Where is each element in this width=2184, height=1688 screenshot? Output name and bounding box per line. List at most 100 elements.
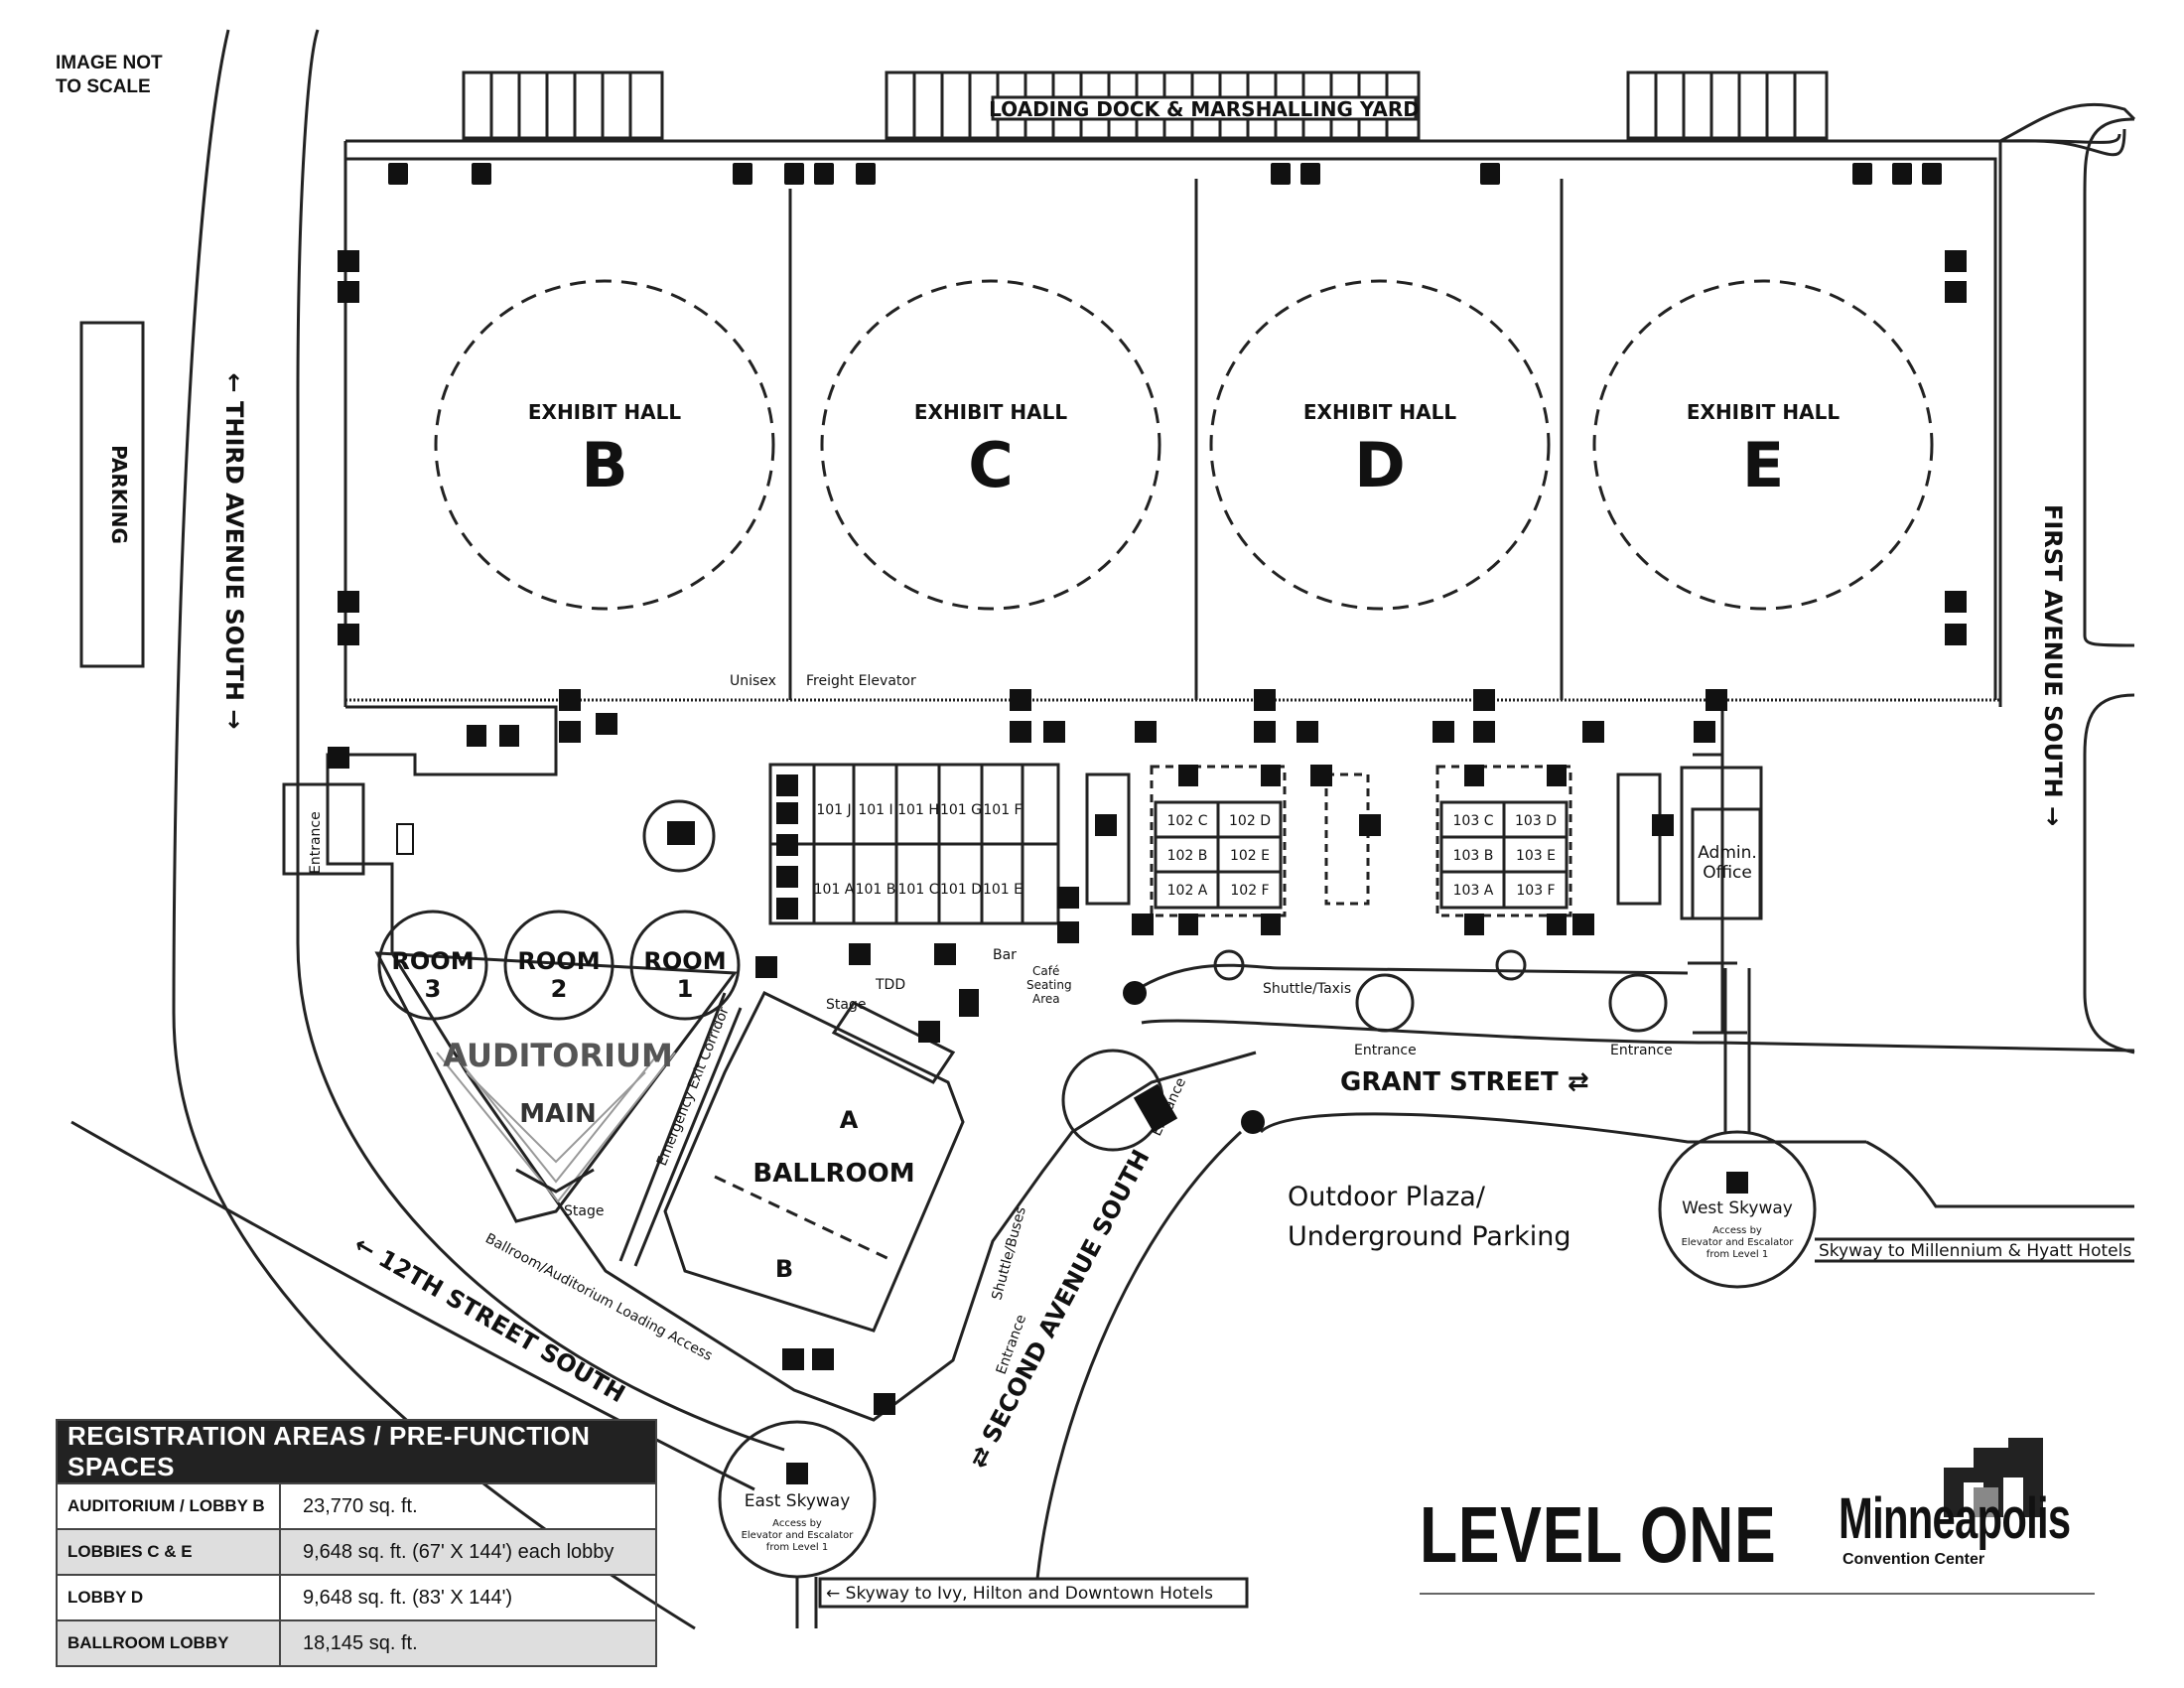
- restroom-icon: [472, 163, 491, 185]
- parking-label: PARKING: [107, 445, 131, 544]
- restroom-icon: [782, 1348, 804, 1370]
- registration-table-heading: REGISTRATION AREAS / PRE-FUNCTION SPACES: [56, 1419, 657, 1484]
- elevator-icon: [1706, 689, 1727, 711]
- transit-icon: [1123, 981, 1147, 1005]
- exit-icon: [338, 591, 359, 613]
- room-103-a: 103 A: [1453, 883, 1494, 899]
- ballroom-b: B: [775, 1255, 793, 1283]
- first-aid-icon: [1057, 887, 1079, 909]
- elevator-icon: [1254, 721, 1276, 743]
- third-avenue-east-curb: [296, 29, 785, 1452]
- elevator-icon: [1010, 689, 1031, 711]
- shuttle-taxis-label: Shuttle/Taxis: [1263, 981, 1351, 997]
- room-101-i: 101 I: [858, 802, 892, 818]
- room-1-number: 1: [677, 975, 694, 1003]
- room-102-e: 102 E: [1230, 848, 1270, 864]
- restroom-icon: [1261, 765, 1281, 786]
- room-101-h: 101 H: [897, 802, 939, 818]
- first-aid-icon: [784, 163, 804, 185]
- restroom-icon: [1271, 163, 1291, 185]
- room-103-d: 103 D: [1515, 813, 1557, 829]
- entrance-grant-1-label: Entrance: [1354, 1043, 1417, 1058]
- restroom-icon: [1480, 163, 1500, 185]
- restroom-icon: [814, 163, 834, 185]
- room-102-f: 102 F: [1230, 883, 1269, 899]
- west-entrance: [282, 782, 365, 876]
- escalator-rotunda: [642, 799, 716, 873]
- table-cell-area: LOBBY D: [56, 1574, 281, 1621]
- exhibit-hall-b-caption: EXHIBIT HALL: [528, 400, 682, 424]
- restroom-icon: [918, 1021, 940, 1043]
- room-1-circle: [629, 910, 741, 1021]
- east-skyway-note-1: Access by: [772, 1518, 822, 1529]
- exit-icon: [1945, 250, 1967, 272]
- east-skyway-destination: ← Skyway to Ivy, Hilton and Downtown Hot…: [826, 1584, 1213, 1604]
- exhibit-hall-d-outline: [1209, 279, 1551, 611]
- stairs-icon: [1043, 721, 1065, 743]
- west-skyway-note-3: from Level 1: [1706, 1249, 1768, 1260]
- room-102-c: 102 C: [1167, 813, 1208, 829]
- brand-subtitle: Convention Center: [1843, 1551, 1985, 1568]
- room-101-j: 101 J: [816, 802, 851, 818]
- cafe-label-2: Seating: [1026, 978, 1072, 992]
- restroom-icon: [1261, 914, 1281, 935]
- atm-icon: [849, 943, 871, 965]
- brand-logo-icon: [1944, 1438, 2043, 1517]
- first-avenue-curb: [2083, 117, 2135, 647]
- table-cell-size: 9,648 sq. ft. (83' X 144'): [279, 1574, 657, 1621]
- table-cell-area: AUDITORIUM / LOBBY B: [56, 1482, 281, 1530]
- east-skyway-name: East Skyway: [745, 1491, 851, 1511]
- table-row: BALLROOM LOBBY 18,145 sq. ft.: [56, 1619, 657, 1667]
- entrance-grant-2-label: Entrance: [1610, 1043, 1673, 1058]
- west-skyway-disc: [1658, 1130, 1817, 1289]
- exit-icon: [1945, 281, 1967, 303]
- exhibit-hall-labels: EXHIBIT HALL B EXHIBIT HALL C EXHIBIT HA…: [528, 400, 1841, 501]
- ballroom-title: BALLROOM: [752, 1159, 914, 1189]
- exhibit-hall-e-caption: EXHIBIT HALL: [1687, 400, 1841, 424]
- stairs-icon: [1582, 721, 1604, 743]
- room-103-b: 103 B: [1453, 848, 1494, 864]
- first-aid-icon: [1852, 163, 1872, 185]
- room-3-circle: [377, 910, 488, 1021]
- exhibit-hall-e-letter: E: [1742, 429, 1784, 501]
- room-101-e: 101 E: [983, 882, 1023, 898]
- third-avenue-label: ← THIRD AVENUE SOUTH →: [220, 373, 248, 730]
- restroom-icon: [1892, 163, 1912, 185]
- cafe-label-3: Area: [1032, 992, 1060, 1006]
- room-2-circle: [503, 910, 614, 1021]
- escalator-icon: [1095, 814, 1117, 836]
- exit-icon: [1945, 624, 1967, 645]
- west-skyway-note-2: Elevator and Escalator: [1682, 1237, 1795, 1248]
- cafe-label-1: Café: [1032, 964, 1059, 978]
- stairs-icon: [1297, 721, 1318, 743]
- building-shell: [343, 128, 2126, 707]
- stairs-icon: [755, 956, 777, 978]
- escalator-icon: [1359, 814, 1381, 836]
- auditorium-outline: [374, 951, 738, 1223]
- twelfth-street-curb: [70, 1120, 755, 1491]
- unisex-label: Unisex: [730, 673, 776, 689]
- room-101-f: 101 F: [983, 802, 1022, 818]
- room-103-c: 103 C: [1453, 813, 1494, 829]
- fire-extinguisher-icon: [396, 823, 414, 855]
- millennium-street-curb: [1865, 1140, 2134, 1208]
- third-avenue-west-curb: [172, 29, 696, 1630]
- room-101-a: 101 A: [814, 882, 855, 898]
- first-aid-icon: [733, 163, 752, 185]
- exhibit-hall-c-caption: EXHIBIT HALL: [914, 400, 1068, 424]
- phone-icon: [1057, 921, 1079, 943]
- exit-icon: [338, 624, 359, 645]
- elevator-icon: [1473, 689, 1495, 711]
- room-101-d: 101 D: [940, 882, 982, 898]
- loading-dock: [462, 70, 1829, 140]
- west-skyway-name: West Skyway: [1682, 1198, 1793, 1218]
- escalator-icon: [1652, 814, 1674, 836]
- level-title: LEVEL ONE: [1420, 1490, 1777, 1579]
- twelfth-street-label: ← 12TH STREET SOUTH: [349, 1230, 629, 1408]
- table-row: LOBBIES C & E 9,648 sq. ft. (67' X 144')…: [56, 1528, 657, 1576]
- auditorium-title: AUDITORIUM: [443, 1037, 673, 1074]
- stairs-icon: [1433, 721, 1454, 743]
- exit-icon: [776, 774, 798, 796]
- registration-table: REGISTRATION AREAS / PRE-FUNCTION SPACES…: [56, 1419, 657, 1667]
